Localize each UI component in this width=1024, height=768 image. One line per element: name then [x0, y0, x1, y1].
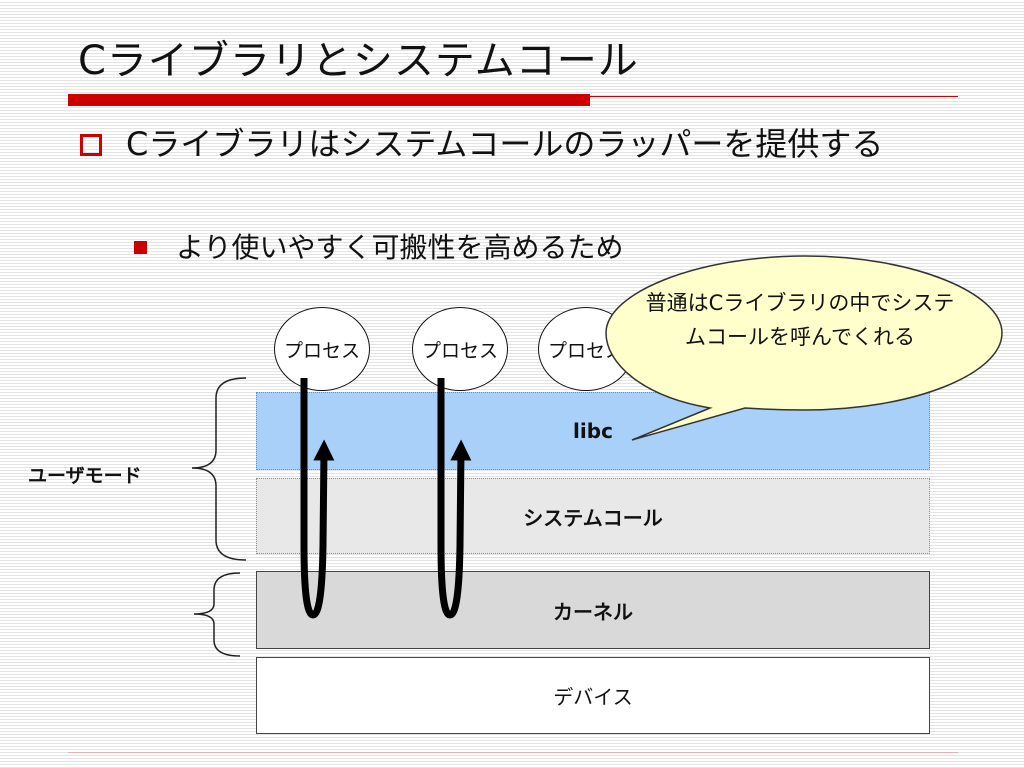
brace-user-mode — [191, 377, 247, 561]
brace-kernel-mode — [193, 572, 241, 657]
bullet-level2: より使いやすく可搬性を高めるため — [176, 231, 624, 264]
hollow-square-bullet-icon — [80, 134, 102, 156]
footer-rule — [68, 752, 958, 753]
slide-title: Cライブラリとシステムコール — [78, 38, 639, 84]
layer-kernel: カーネル — [256, 571, 930, 649]
layer-system-call: システムコール — [256, 478, 930, 554]
layer-device: デバイス — [256, 657, 930, 734]
callout-text: 普通はCライブラリの中でシステムコールを呼んでくれる — [645, 291, 955, 349]
title-underline-thin — [590, 96, 958, 97]
bullet-level1: Cライブラリはシステムコールのラッパーを提供する — [126, 125, 884, 163]
process-node-2: プロセス — [412, 307, 508, 391]
callout-bubble — [605, 255, 1003, 441]
title-underline — [68, 94, 590, 106]
syscall-roundtrip-arrow-1 — [300, 378, 335, 619]
process-node-1: プロセス — [274, 307, 370, 391]
syscall-roundtrip-arrow-2 — [437, 378, 472, 619]
user-mode-label: ユーザモード — [28, 465, 142, 487]
filled-square-bullet-icon — [134, 241, 147, 254]
